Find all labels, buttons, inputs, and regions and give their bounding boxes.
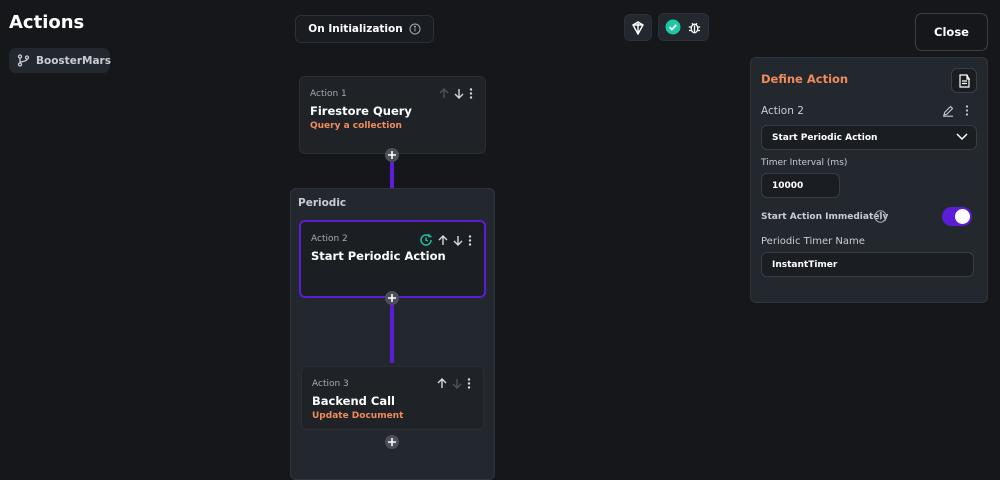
action-name: Backend Call [312,394,395,408]
close-button[interactable]: Close [915,13,988,51]
trigger-selector[interactable]: On Initialization [295,15,434,43]
plus-icon [388,151,396,159]
refresh-timer-icon [419,233,433,247]
arrow-down-icon[interactable] [453,235,463,246]
timer-name-label: Periodic Timer Name [761,236,865,247]
branch-chip[interactable]: BoosterMars [9,48,111,73]
arrow-up-icon[interactable] [437,378,447,389]
validation-group[interactable] [658,13,709,41]
branch-icon [17,54,30,67]
arrow-down-icon[interactable] [452,378,462,389]
action-number: Action 1 [310,89,347,99]
group-label: Periodic [298,197,347,209]
check-circle-icon[interactable] [665,19,681,35]
add-action-button[interactable] [385,291,399,305]
panel-title: Define Action [761,72,849,86]
edit-icon[interactable] [942,105,954,117]
start-immediately-label: Start Action Immediately [761,212,889,222]
action-card-3[interactable]: Action 3 Backend Call Update Document [301,366,484,430]
action-label: Action 2 [761,105,804,117]
arrow-down-icon[interactable] [454,88,464,99]
magic-tool-button[interactable] [624,14,652,41]
action-card-2[interactable]: Action 2 Start Periodic Action [299,220,486,298]
info-icon[interactable] [409,23,421,35]
timer-name-input[interactable]: InstantTimer [761,252,974,277]
trigger-label: On Initialization [308,23,403,35]
note-add-icon [958,73,971,88]
flow-connector [390,305,394,363]
action-number: Action 3 [312,379,349,389]
branch-name: BoosterMars [36,54,111,67]
timer-interval-input[interactable]: 10000 [761,173,840,198]
add-action-button[interactable] [385,148,399,162]
more-vert-icon[interactable] [965,105,969,116]
arrow-up-icon[interactable] [438,234,448,246]
plus-icon [388,438,396,446]
more-vert-icon[interactable] [469,88,473,99]
action-card-1[interactable]: Action 1 Firestore Query Query a collect… [299,76,486,154]
wand-icon [631,20,645,35]
action-subtitle: Query a collection [310,121,402,131]
more-vert-icon[interactable] [468,234,472,246]
action-number: Action 2 [311,234,348,244]
start-immediately-toggle[interactable] [942,207,972,226]
page-title: Actions [9,12,85,33]
chevron-down-icon [956,133,968,141]
action-subtitle: Update Document [312,411,404,421]
add-action-button[interactable] [385,435,399,449]
action-name: Start Periodic Action [311,249,446,263]
bug-icon[interactable] [687,20,702,35]
info-icon[interactable] [874,210,887,223]
toggle-knob [955,209,970,224]
more-vert-icon[interactable] [467,378,471,389]
notes-button[interactable] [951,68,977,93]
arrow-up-icon[interactable] [439,88,449,99]
action-name: Firestore Query [310,104,412,118]
action-type-select[interactable]: Start Periodic Action [761,125,977,150]
plus-icon [388,294,396,302]
action-type-value: Start Periodic Action [772,132,878,143]
interval-label: Timer Interval (ms) [761,158,848,168]
